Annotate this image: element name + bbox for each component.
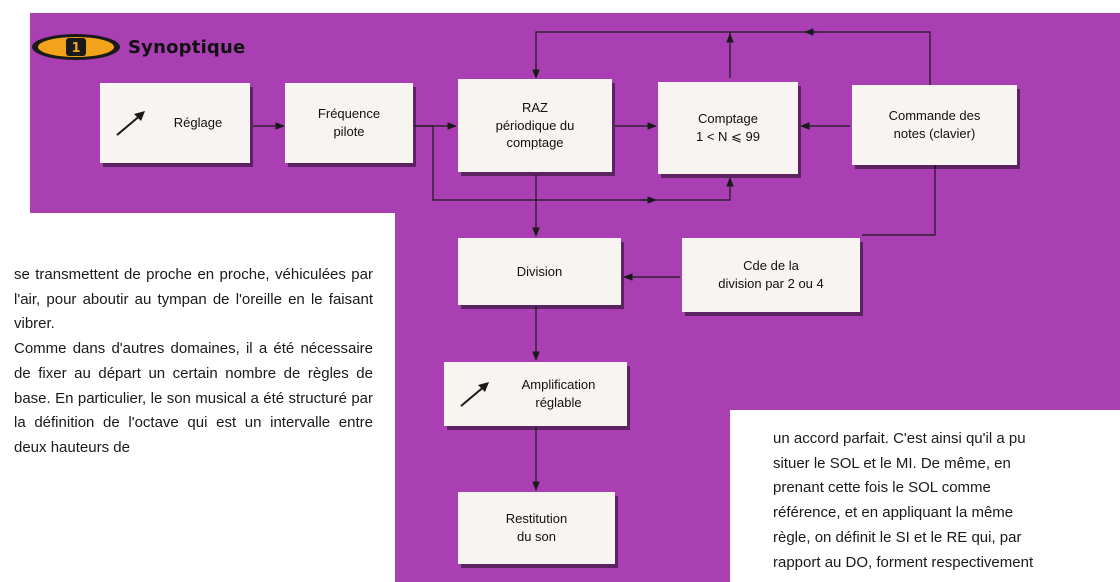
box-restitution-label: Restitution du son bbox=[505, 511, 568, 544]
article-line: un accord parfait. C'est ainsi qu'il a p… bbox=[773, 430, 1026, 447]
article-line: rapport au DO, forment respectivement bbox=[773, 553, 1034, 571]
box-division: Division bbox=[458, 238, 621, 305]
article-line: règle, on définit le SI et le RE qui, pa… bbox=[773, 528, 1022, 546]
article-line: prenant cette fois le SOL comme bbox=[773, 479, 991, 497]
article-paragraph: Comme dans d'autres domaines, il a été n… bbox=[14, 340, 373, 456]
article-text-left: se transmettent de proche en proche, véh… bbox=[0, 263, 373, 461]
box-amplification-label: Amplification réglable bbox=[521, 377, 596, 410]
connector-commande-cde bbox=[862, 165, 936, 236]
article-text-right: un accord parfait. C'est ainsi qu'il a p… bbox=[773, 427, 1120, 575]
box-commande: Commande des notes (clavier) bbox=[852, 85, 1017, 165]
box-frequence-label: Fréquence pilote bbox=[317, 106, 381, 139]
adjust-arrow-icon bbox=[116, 111, 145, 136]
box-cde-division: Cde de la division par 2 ou 4 bbox=[682, 238, 860, 312]
adjust-arrow-icon bbox=[460, 382, 489, 407]
box-frequence: Fréquence pilote bbox=[285, 83, 413, 163]
box-restitution: Restitution du son bbox=[458, 492, 615, 564]
box-commande-label: Commande des notes (clavier) bbox=[888, 108, 981, 141]
article-line: référence, et en appliquant la même bbox=[773, 504, 1014, 522]
box-division-label: Division bbox=[516, 263, 563, 279]
box-raz-label: RAZ périodique du comptage bbox=[495, 100, 575, 151]
box-raz: RAZ périodique du comptage bbox=[458, 79, 612, 172]
article-paragraph: se transmettent de proche en proche, véh… bbox=[14, 266, 373, 333]
diagram-title: Synoptique bbox=[128, 36, 246, 58]
diagram-title-group: 1 Synoptique bbox=[30, 32, 245, 62]
box-comptage: Comptage 1 < N ⩽ 99 bbox=[658, 82, 798, 174]
box-comptage-label: Comptage 1 < N ⩽ 99 bbox=[695, 111, 760, 144]
box-reglage-label: Réglage bbox=[173, 115, 223, 131]
article-line: situer le SOL et le MI. De même, en bbox=[773, 454, 1011, 472]
badge-number: 1 bbox=[71, 41, 80, 56]
box-reglage: Réglage bbox=[100, 83, 250, 163]
connector-bottom-bus bbox=[415, 125, 734, 201]
connector-top-loop bbox=[532, 31, 931, 85]
box-cde-division-label: Cde de la division par 2 ou 4 bbox=[718, 258, 824, 291]
box-amplification: Amplification réglable bbox=[444, 362, 627, 426]
number-badge-icon: 1 bbox=[32, 34, 120, 60]
